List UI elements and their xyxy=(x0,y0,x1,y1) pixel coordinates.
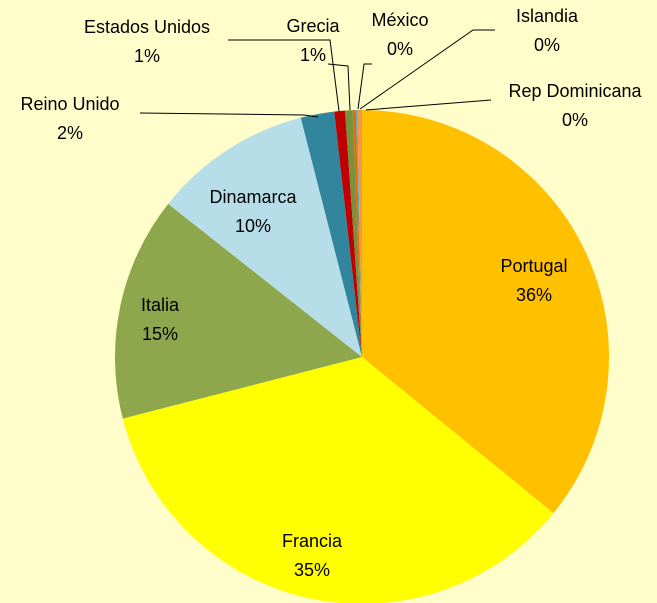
leader-line-mexico xyxy=(357,63,372,110)
pie-slices xyxy=(114,109,610,603)
pie-slice-reino-unido xyxy=(300,111,362,357)
pie-slice-rep-dominicana xyxy=(357,109,362,357)
pie-slice-portugal xyxy=(362,110,610,514)
pie-slice-mexico xyxy=(352,110,362,357)
leader-line-grecia xyxy=(327,63,351,111)
leader-line-reino-unido xyxy=(139,112,319,118)
pie-slice-islandia xyxy=(355,110,362,357)
pie-slice-italia xyxy=(114,203,362,419)
pie-slice-francia xyxy=(122,357,554,603)
leader-line-islandia xyxy=(359,29,495,110)
pie-slice-grecia xyxy=(344,110,362,357)
leader-line-estados-unidos xyxy=(228,39,340,112)
leader-line-rep-dominicana xyxy=(365,99,492,111)
pie-slice-estados-unidos xyxy=(334,110,362,357)
pie-slice-dinamarca xyxy=(168,117,362,358)
leader-lines xyxy=(139,29,495,118)
